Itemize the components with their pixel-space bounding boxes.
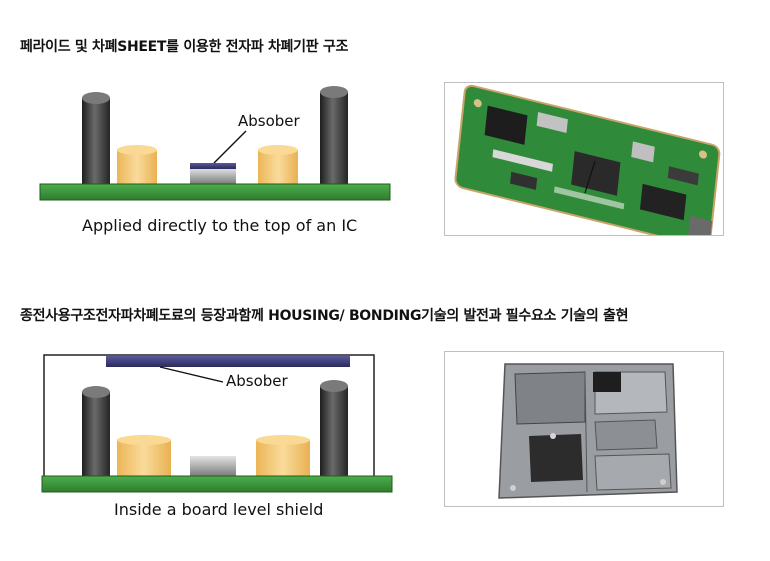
absorber-leader-line [213, 130, 247, 164]
cylinder-right [320, 86, 348, 184]
section1-caption: Applied directly to the top of an IC [82, 216, 358, 235]
pcb-board-2 [41, 475, 393, 493]
absorber-leader-line-2 [159, 366, 224, 383]
absorber-sheet-2 [106, 356, 350, 367]
pcb-photo [444, 82, 724, 236]
diagram2 [41, 354, 393, 493]
shield-housing-photo [444, 351, 724, 507]
capacitor-right-2 [256, 435, 310, 476]
section2-caption: Inside a board level shield [114, 500, 324, 519]
absorber-sheet [190, 163, 236, 169]
shield-can [43, 354, 375, 476]
section1-heading: 페라이드 및 차폐SHEET를 이용한 전자파 차폐기판 구조 [20, 39, 349, 55]
capacitor-right [258, 145, 298, 184]
section2-heading: 종전사용구조전자파차폐도료의 등장과함께 HOUSING/ BONDING기술의… [20, 308, 629, 324]
ic-chip-2 [190, 456, 236, 476]
cylinder-right-2 [320, 380, 348, 476]
capacitor-left-2 [117, 435, 171, 476]
cylinder-left-2 [82, 386, 110, 476]
capacitor-left [117, 145, 157, 184]
ic-chip [190, 168, 236, 184]
pcb-board [39, 183, 391, 201]
absorber-label-2: Absober [226, 372, 288, 390]
absorber-label: Absober [238, 112, 300, 130]
diagram1 [39, 86, 391, 201]
cylinder-left [82, 92, 110, 184]
